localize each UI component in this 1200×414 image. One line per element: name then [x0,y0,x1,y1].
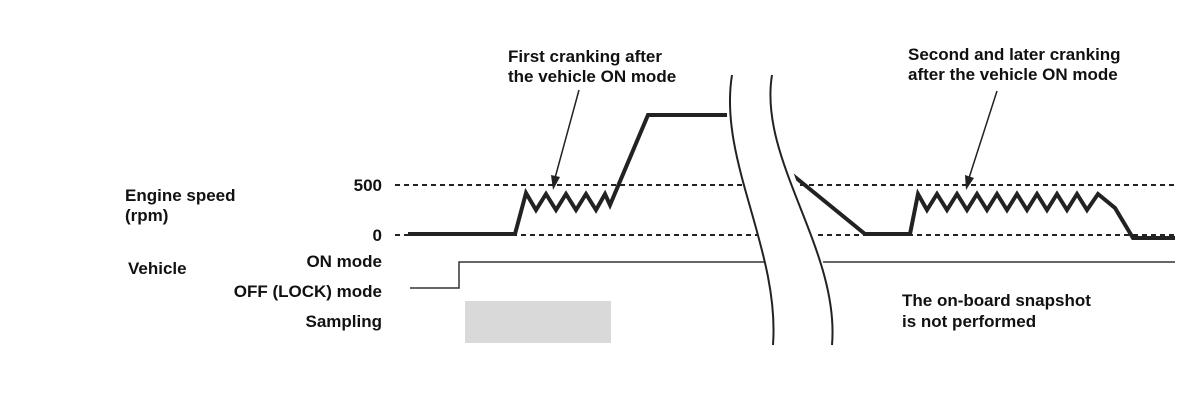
second-cranking-arrowhead [965,175,974,190]
vehicle-label: Vehicle [128,259,187,278]
second-cranking-note-line1: Second and later cranking [908,45,1121,64]
off-mode-label: OFF (LOCK) mode [234,282,382,301]
engine-speed-trace-first [408,113,727,236]
sampling-window [465,301,611,343]
on-mode-label: ON mode [306,252,382,271]
first-cranking-arrowhead [551,175,560,190]
engine-speed-title-line2: (rpm) [125,206,168,225]
sampling-label: Sampling [305,312,382,331]
second-cranking-note-line2: after the vehicle ON mode [908,65,1118,84]
snapshot-note-line2: is not performed [902,312,1036,331]
first-cranking-note-line2: the vehicle ON mode [508,67,676,86]
time-break-right-edge [769,74,834,346]
time-break-band [729,75,833,345]
snapshot-note-line1: The on-board snapshot [902,291,1091,310]
time-break-left-edge [728,74,775,346]
tick-label-0: 0 [373,226,382,245]
engine-speed-trace-second [766,153,1175,240]
second-cranking-arrow [968,90,998,179]
first-cranking-arrow [554,89,580,179]
first-cranking-note-line1: First cranking after [508,47,662,66]
tick-label-500: 500 [354,176,382,195]
engine-speed-title-line1: Engine speed [125,186,236,205]
